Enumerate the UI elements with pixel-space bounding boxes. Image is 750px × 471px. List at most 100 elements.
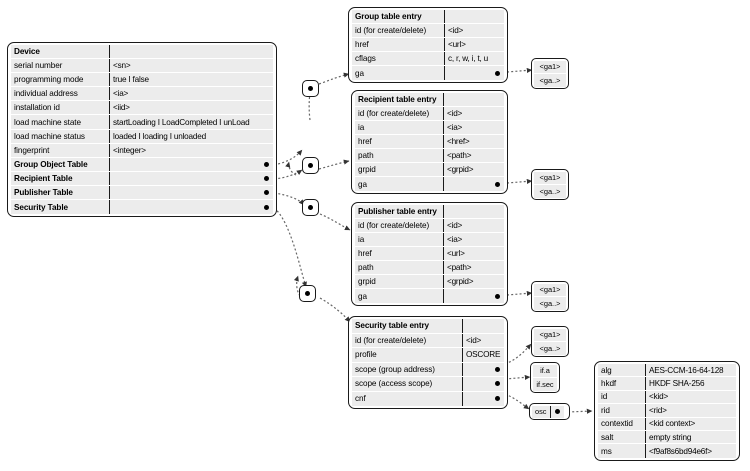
row-key: profile [355, 350, 377, 360]
row-key: Publisher table entry [358, 207, 437, 216]
mini-row: <ga..> [534, 341, 566, 355]
recipient-table-entry: Recipient table entry id (for create/dele… [351, 90, 508, 194]
row-value: <iid> [109, 101, 273, 115]
row-value: <id> [443, 107, 504, 120]
table-row: installation id<iid> [11, 101, 273, 116]
row-link-dot[interactable] [462, 377, 504, 391]
link-dot-icon [495, 293, 500, 299]
row-value: <id> [462, 333, 504, 347]
table-row: href<href> [355, 135, 504, 149]
link-dot-icon [495, 70, 500, 76]
row-link-dot[interactable] [462, 391, 504, 406]
row-key: ga [355, 68, 364, 78]
table-row: Publisher table entry [355, 205, 504, 219]
row-key: Recipient table entry [358, 95, 437, 104]
row-key: path [358, 151, 374, 160]
row-key: programming mode [14, 75, 84, 85]
row-key: id (for create/delete) [358, 109, 430, 118]
row-key: id (for create/delete) [355, 335, 427, 345]
row-key: href [355, 40, 369, 49]
mini-row: if.a [533, 364, 557, 378]
row-key: scope (group address) [355, 364, 435, 374]
table-row: scope (access scope) [352, 377, 504, 392]
row-value: <integer> [109, 143, 273, 157]
row-value: <url> [444, 38, 504, 51]
row-value [109, 45, 273, 59]
connector-publisher-table[interactable] [302, 199, 319, 216]
table-row: id (for create/delete)<id> [352, 24, 504, 38]
row-value [444, 10, 504, 23]
table-row: ga [355, 177, 504, 191]
row-value: <f9af8s6bd94e6f> [645, 444, 736, 458]
link-dot-icon [495, 396, 500, 402]
row-key: path [358, 263, 374, 272]
table-row: cnf [352, 391, 504, 406]
link-dot-icon [495, 381, 500, 387]
table-row: individual address <ia> [11, 87, 273, 102]
row-value: <kid context> [645, 417, 736, 430]
connector-group-object-table[interactable] [302, 80, 319, 97]
row-key: Group Object Table [14, 159, 88, 169]
row-link-dot[interactable] [443, 177, 504, 191]
row-value: <id> [443, 219, 504, 232]
ga-list-publisher: <ga1><ga..> [531, 281, 569, 312]
row-link-dot[interactable] [109, 200, 273, 215]
table-row: Group table entry [352, 10, 504, 24]
row-value [462, 319, 504, 333]
row-value: <href> [443, 135, 504, 148]
table-row: serial number<sn> [11, 59, 273, 74]
row-key: load machine status [14, 131, 85, 141]
row-link-dot[interactable] [462, 362, 504, 376]
row-value: <grpid> [443, 163, 504, 176]
row-key: Group table entry [355, 12, 422, 21]
row-link-dot[interactable] [109, 157, 273, 171]
table-row: grpid <grpid> [355, 163, 504, 177]
row-key: ga [358, 179, 367, 189]
row-key: ia [358, 235, 365, 244]
connector-security-table[interactable] [299, 285, 316, 302]
row-value: <path> [443, 149, 504, 162]
table-row: href<url> [355, 247, 504, 261]
table-row: ga [355, 289, 504, 303]
row-value: AES-CCM-16-64-128 [645, 364, 736, 377]
osc-reference-box[interactable]: osc [529, 403, 570, 420]
table-row: Recipient table entry [355, 93, 504, 107]
table-row: contextid<kid context> [598, 417, 736, 431]
row-key: ga [358, 291, 367, 301]
row-value: <rid> [645, 404, 736, 417]
row-link-dot[interactable] [109, 171, 273, 185]
row-link-dot[interactable] [109, 185, 273, 200]
link-dot-icon [264, 189, 269, 195]
table-row: Security table entry [352, 319, 504, 334]
mini-row: if.sec [533, 377, 557, 391]
row-link-dot[interactable] [443, 289, 504, 303]
row-value: <path> [443, 261, 504, 274]
row-key: Device [14, 47, 40, 57]
table-row: ga [352, 66, 504, 80]
link-dot-icon [264, 175, 269, 181]
row-value: <ia> [109, 87, 273, 101]
row-link-dot[interactable] [444, 66, 504, 80]
mini-row: <ga1> [534, 328, 566, 342]
row-value: c, r, w, i, t, u [444, 52, 504, 65]
link-dot-icon [495, 181, 500, 187]
table-row: Publisher Table [11, 185, 273, 201]
row-key: id (for create/delete) [358, 221, 430, 230]
row-key: hkdf [601, 379, 617, 389]
row-value: <id> [444, 24, 504, 37]
row-key: grpid [358, 165, 376, 174]
table-row: Recipient Table [11, 171, 273, 186]
row-key: individual address [14, 89, 78, 99]
row-key: cnf [355, 394, 366, 404]
table-row: Device [11, 45, 273, 60]
row-key: Publisher Table [14, 187, 73, 197]
connector-recipient-table[interactable] [302, 157, 319, 174]
row-value: <sn> [109, 59, 273, 73]
row-key: scope (access scope) [355, 379, 433, 389]
